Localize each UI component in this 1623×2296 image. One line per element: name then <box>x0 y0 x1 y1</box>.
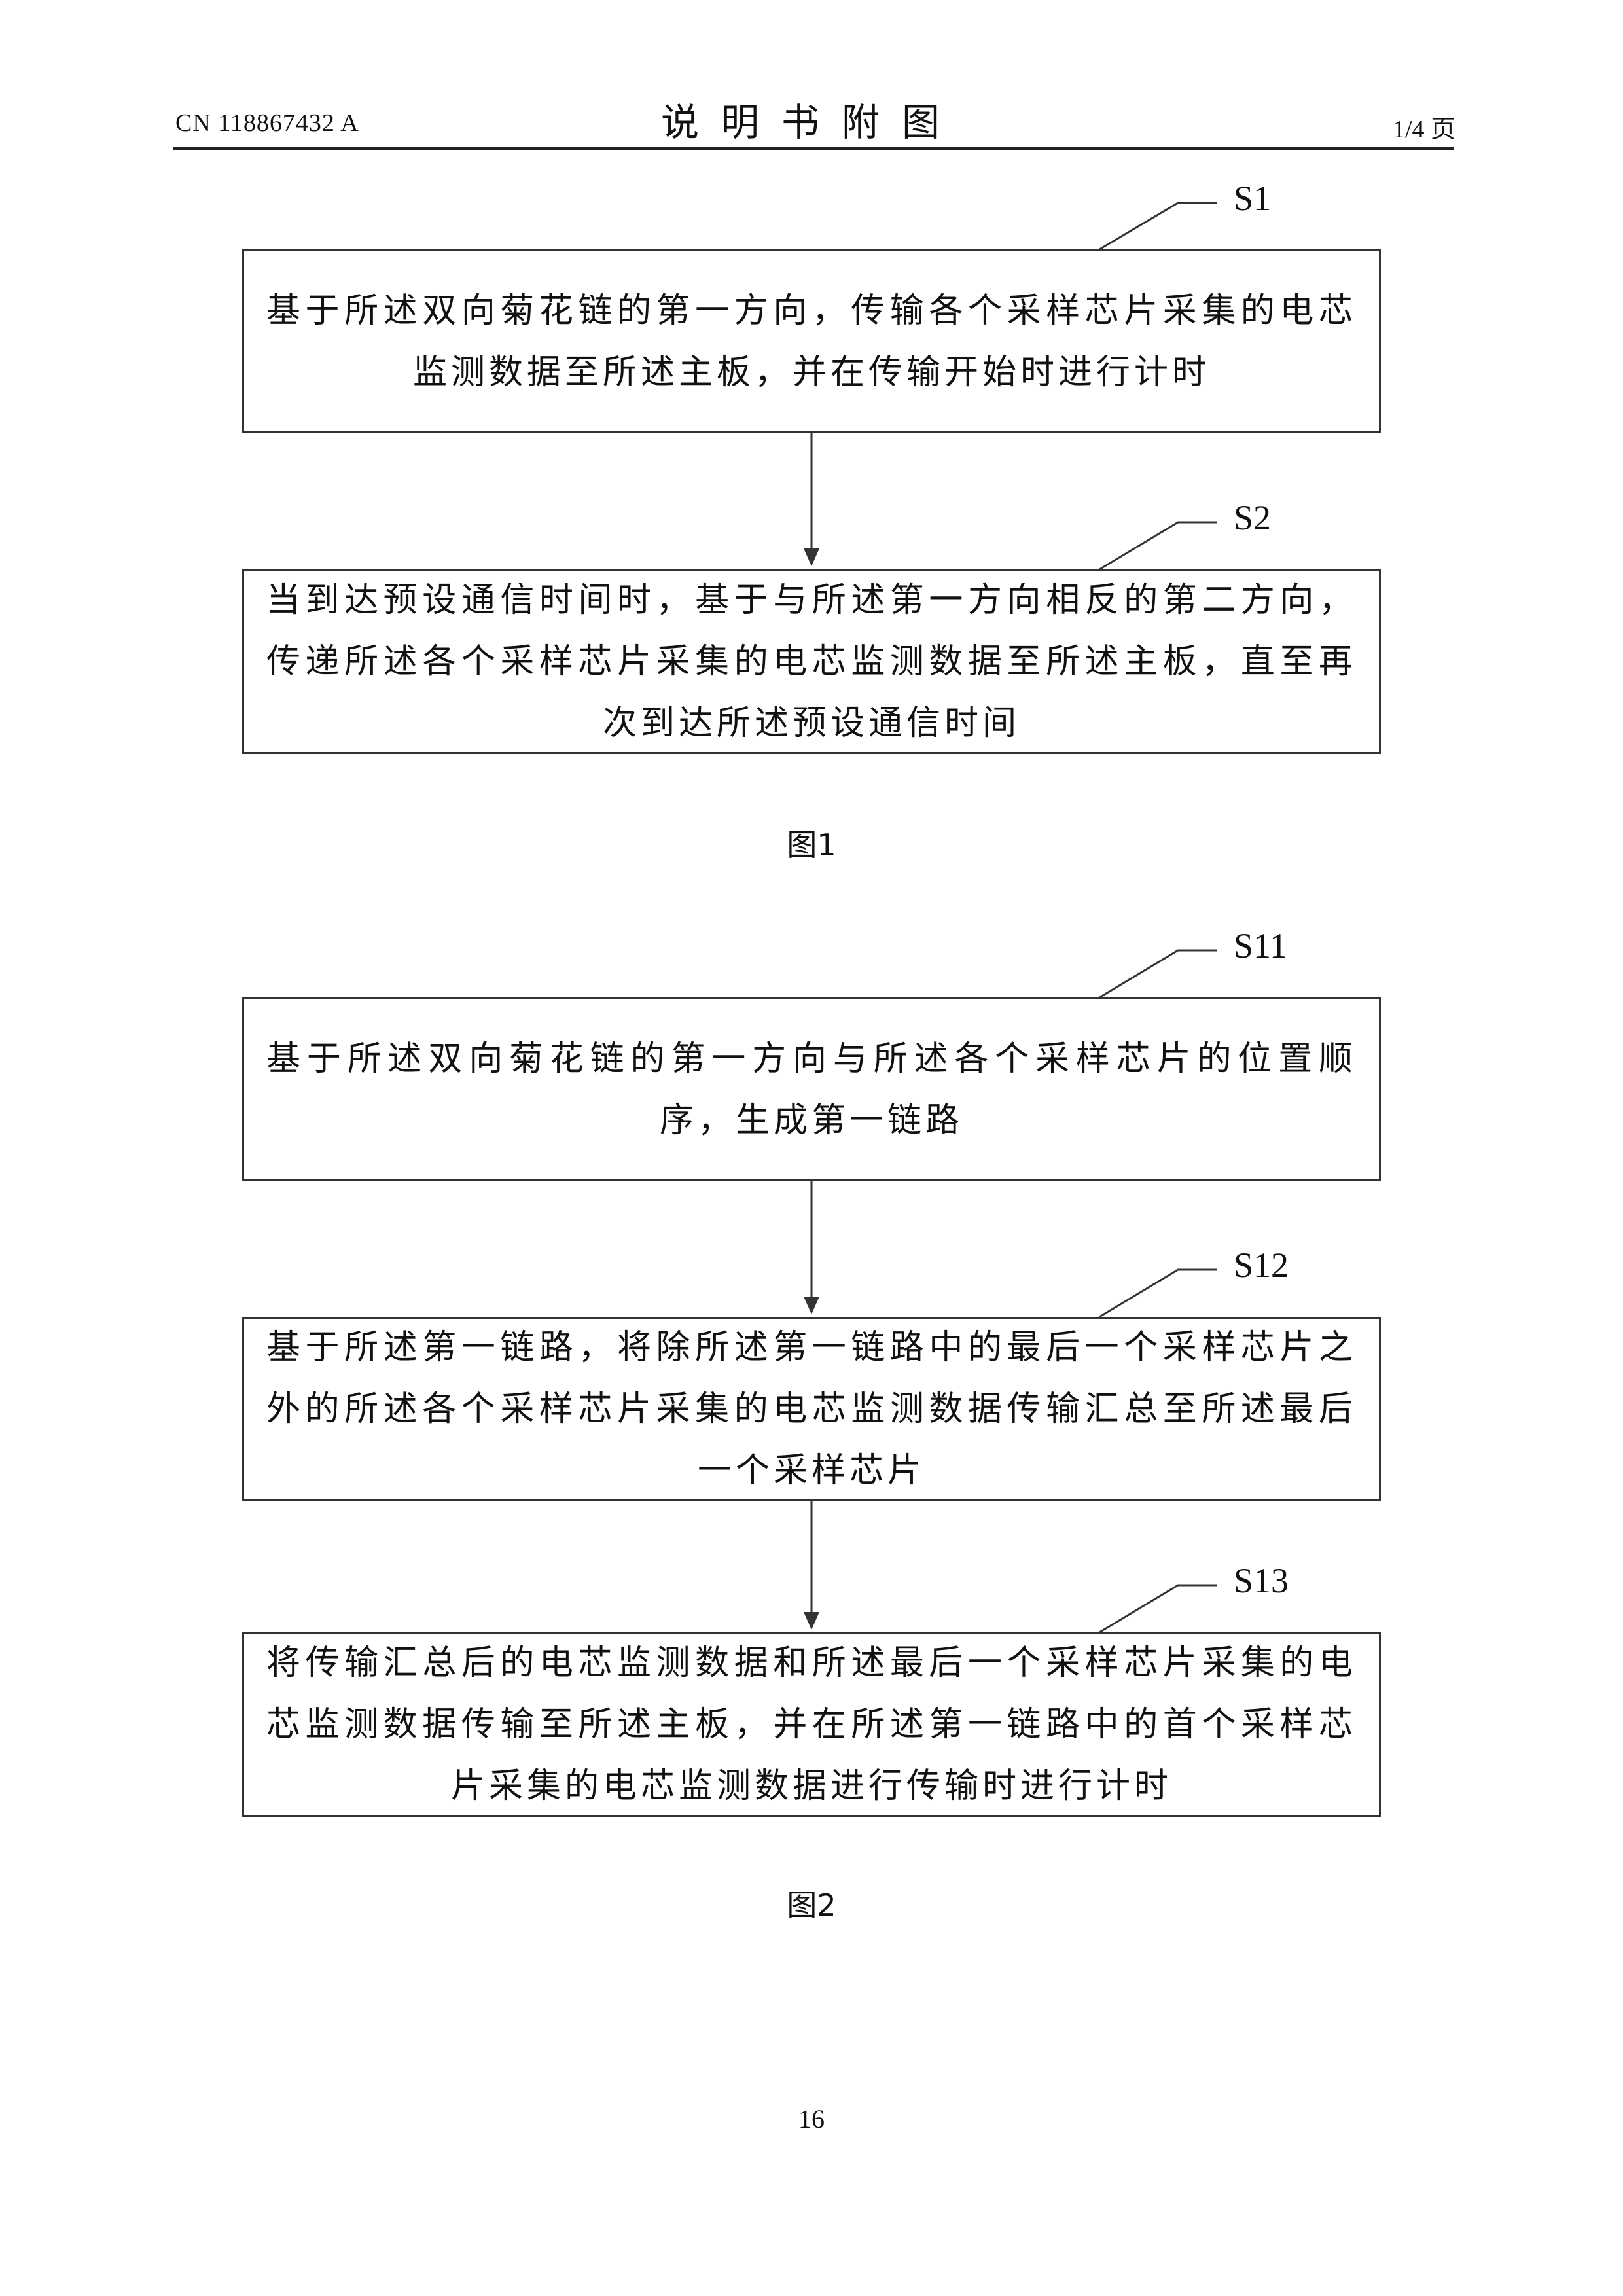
leader-line-s2 <box>1099 522 1217 569</box>
step-text-s1: 基于所述双向菊花链的第一方向，传输各个采样芯片采集的电芯监测数据至所述主板，并在… <box>266 280 1357 403</box>
step-box-s1: 基于所述双向菊花链的第一方向，传输各个采样芯片采集的电芯监测数据至所述主板，并在… <box>242 249 1381 433</box>
step-label-s2: S2 <box>1234 497 1271 538</box>
step-text-s12: 基于所述第一链路，将除所述第一链路中的最后一个采样芯片之外的所述各个采样芯片采集… <box>266 1317 1357 1501</box>
leader-line-s1 <box>1099 203 1217 249</box>
step-label-s13: S13 <box>1234 1560 1289 1601</box>
step-box-s2: 当到达预设通信时间时，基于与所述第一方向相反的第二方向，传递所述各个采样芯片采集… <box>242 569 1381 754</box>
step-label-s12: S12 <box>1234 1245 1289 1285</box>
step-box-s11: 基于所述双向菊花链的第一方向与所述各个采样芯片的位置顺序，生成第一链路 <box>242 997 1381 1181</box>
step-label-s11: S11 <box>1234 925 1287 966</box>
step-label-s1: S1 <box>1234 178 1271 219</box>
step-box-s12: 基于所述第一链路，将除所述第一链路中的最后一个采样芯片之外的所述各个采样芯片采集… <box>242 1317 1381 1501</box>
step-box-s13: 将传输汇总后的电芯监测数据和所述最后一个采样芯片采集的电芯监测数据传输至所述主板… <box>242 1632 1381 1817</box>
leader-line-s13 <box>1099 1585 1217 1632</box>
step-text-s13: 将传输汇总后的电芯监测数据和所述最后一个采样芯片采集的电芯监测数据传输至所述主板… <box>266 1632 1357 1817</box>
step-text-s2: 当到达预设通信时间时，基于与所述第一方向相反的第二方向，传递所述各个采样芯片采集… <box>266 569 1357 754</box>
step-text-s11: 基于所述双向菊花链的第一方向与所述各个采样芯片的位置顺序，生成第一链路 <box>266 1028 1357 1151</box>
figure-2-caption: 图2 <box>0 1882 1623 1925</box>
page-number: 16 <box>0 2104 1623 2134</box>
leader-line-s11 <box>1099 950 1217 997</box>
leader-line-s12 <box>1099 1270 1217 1317</box>
figure-1-caption: 图1 <box>0 821 1623 865</box>
